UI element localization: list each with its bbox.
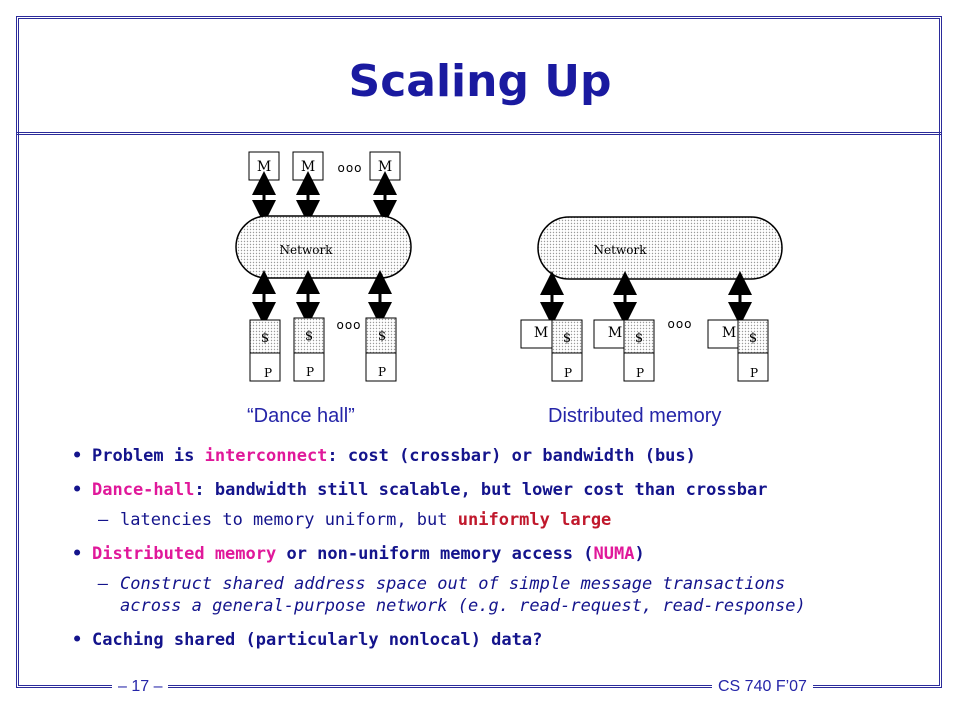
ellipsis-mark: ooo — [336, 318, 361, 332]
svg-text:M: M — [301, 159, 315, 175]
dance-hall-caption: “Dance hall” — [247, 405, 355, 427]
title-divider — [16, 132, 942, 135]
bullet-list: • Problem is interconnect: cost (crossba… — [70, 445, 930, 663]
svg-text:Network: Network — [594, 243, 648, 257]
dance-hall-diagram: M M ooo M Network $ P — [235, 151, 412, 382]
svg-text:$: $ — [635, 331, 643, 346]
svg-text:P: P — [636, 366, 644, 380]
bullet-marker: • — [72, 480, 83, 500]
memory-module: M — [248, 151, 280, 181]
bullet-marker: • — [72, 544, 83, 564]
distributed-memory-diagram: Network M $ P M $ P ooo M — [520, 216, 783, 382]
svg-text:M: M — [608, 325, 622, 341]
svg-text:P: P — [564, 366, 572, 380]
memory-module: M — [292, 151, 324, 181]
svg-text:P: P — [378, 365, 386, 379]
bullet-item: • Dance-hall: bandwidth still scalable, … — [72, 480, 768, 500]
bullet-item: • Problem is interconnect: cost (crossba… — [72, 446, 696, 466]
svg-text:$: $ — [563, 331, 571, 346]
svg-text:$: $ — [305, 329, 313, 344]
svg-text:$: $ — [749, 331, 757, 346]
sub-bullet-item: – latencies to memory uniform, but unifo… — [98, 510, 612, 530]
svg-text:$: $ — [378, 329, 386, 344]
memory-module: M — [369, 151, 401, 181]
svg-text:P: P — [306, 365, 314, 379]
architecture-diagram: M M ooo M Network $ P — [235, 151, 783, 382]
slide-number: – 17 – — [112, 678, 169, 696]
bullet-item: • Caching shared (particularly nonlocal)… — [72, 630, 543, 650]
processor-node: $ P — [365, 317, 397, 382]
processor-node: $ P — [293, 317, 325, 382]
processor-node: $ P — [249, 319, 281, 382]
ellipsis-mark: ooo — [337, 161, 362, 175]
svg-text:P: P — [264, 366, 272, 380]
network-cloud: Network — [537, 216, 783, 280]
numa-node: M $ P — [520, 319, 583, 382]
network-cloud: Network — [235, 215, 412, 279]
svg-text:Network: Network — [280, 243, 334, 257]
bullet-marker: • — [72, 446, 83, 466]
distributed-memory-caption: Distributed memory — [548, 405, 722, 427]
bullet-item: • Distributed memory or non-uniform memo… — [72, 544, 645, 564]
course-label: CS 740 F’07 — [712, 678, 813, 696]
svg-text:M: M — [257, 159, 271, 175]
numa-node: M $ P — [593, 319, 655, 382]
ellipsis-mark: ooo — [667, 317, 692, 331]
svg-text:M: M — [378, 159, 392, 175]
sub-bullet-item: – Construct shared address space out of … — [98, 574, 806, 616]
svg-text:M: M — [722, 325, 736, 341]
slide-title: Scaling Up — [348, 56, 612, 107]
slide-frame — [16, 16, 942, 688]
svg-text:M: M — [534, 325, 548, 341]
svg-text:$: $ — [261, 331, 269, 346]
svg-text:P: P — [750, 366, 758, 380]
numa-node: M $ P — [707, 319, 769, 382]
bullet-marker: • — [72, 630, 83, 650]
